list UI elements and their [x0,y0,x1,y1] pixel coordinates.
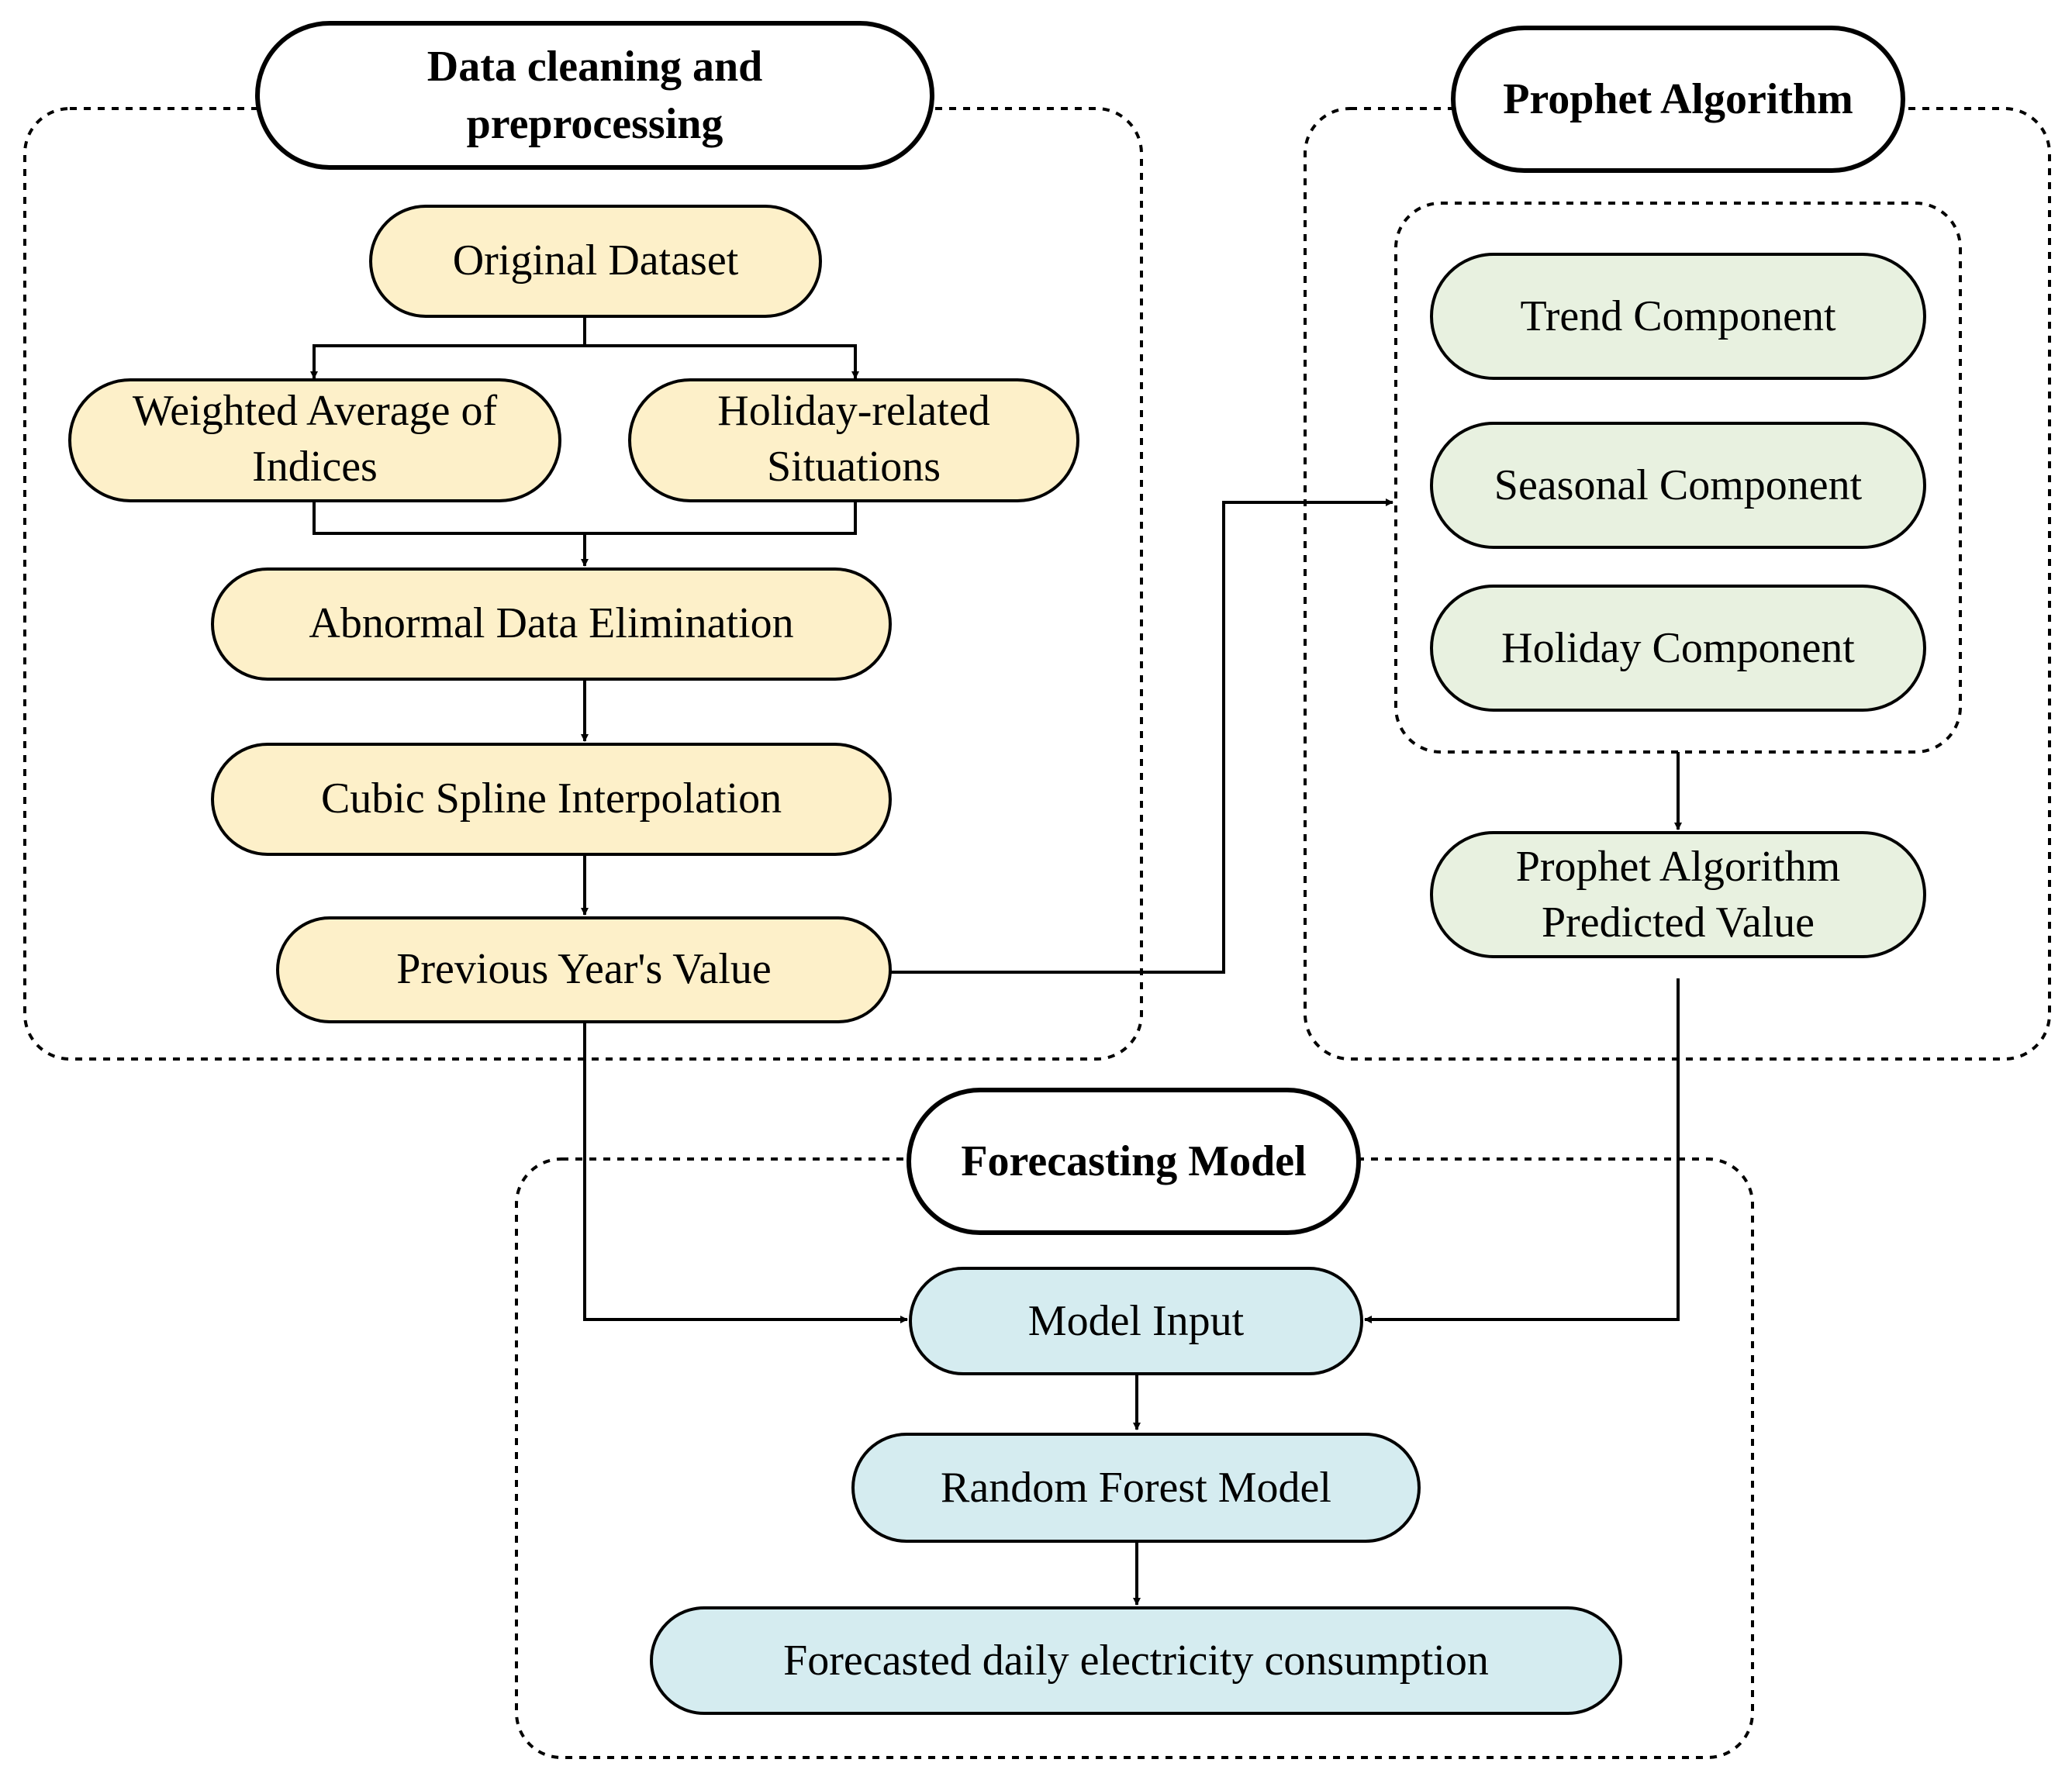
node-random-forest: Random Forest Model [851,1433,1421,1543]
abnormal-data-label: Abnormal Data Elimination [309,599,793,647]
node-cubic-spline: Cubic Spline Interpolation [211,743,892,856]
prophet-title-label: Prophet Algorithm [1503,75,1853,123]
forecasted-consumption-label: Forecasted daily electricity consumption [783,1637,1489,1685]
node-previous-year: Previous Year's Value [276,916,892,1023]
forecasting-title: Forecasting Model [906,1088,1361,1235]
edge-predicted-to-model-input [1364,978,1680,1323]
weighted-average-label-line1: Weighted Average of [133,387,498,435]
prophet-predicted-label-line2: Predicted Value [1542,899,1815,947]
seasonal-component-label: Seasonal Component [1494,461,1863,509]
holiday-related-label-line1: Holiday-related [717,387,989,435]
node-model-input: Model Input [909,1267,1363,1375]
prophet-components-group [1394,202,1962,754]
cubic-spline-label: Cubic Spline Interpolation [321,774,782,823]
node-original-dataset: Original Dataset [369,205,822,318]
node-forecasted-consumption: Forecasted daily electricity consumption [650,1606,1622,1715]
edge-previous-to-prophet [890,498,1393,974]
original-dataset-label: Original Dataset [453,236,739,285]
edge-to-holiday-related [585,344,859,379]
random-forest-label: Random Forest Model [941,1464,1331,1512]
data-cleaning-title-line1: Data cleaning and [427,43,763,91]
prophet-predicted-label-line1: Prophet Algorithm [1516,843,1840,891]
edge-merge-to-abnormal [313,501,857,566]
edge-to-weighted-average [310,344,585,379]
node-holiday-related: Holiday-related Situations [628,378,1079,502]
node-trend-component: Trend Component [1430,253,1926,380]
node-seasonal-component: Seasonal Component [1430,422,1926,549]
node-holiday-component: Holiday Component [1430,585,1926,712]
model-input-label: Model Input [1028,1297,1245,1345]
holiday-related-label-line2: Situations [767,443,941,491]
node-abnormal-data: Abnormal Data Elimination [211,567,892,681]
data-cleaning-title: Data cleaning and preprocessing [255,21,934,170]
data-cleaning-title-line2: preprocessing [467,100,723,148]
edge-previous-to-model-input [583,1022,908,1323]
trend-component-label: Trend Component [1520,292,1836,340]
node-weighted-average: Weighted Average of Indices [68,378,561,502]
previous-year-label: Previous Year's Value [396,945,772,993]
holiday-component-label: Holiday Component [1501,624,1855,672]
prophet-title: Prophet Algorithm [1451,26,1905,173]
weighted-average-label-line2: Indices [252,443,378,491]
forecasting-title-label: Forecasting Model [961,1137,1306,1185]
node-prophet-predicted: Prophet Algorithm Predicted Value [1430,831,1926,958]
